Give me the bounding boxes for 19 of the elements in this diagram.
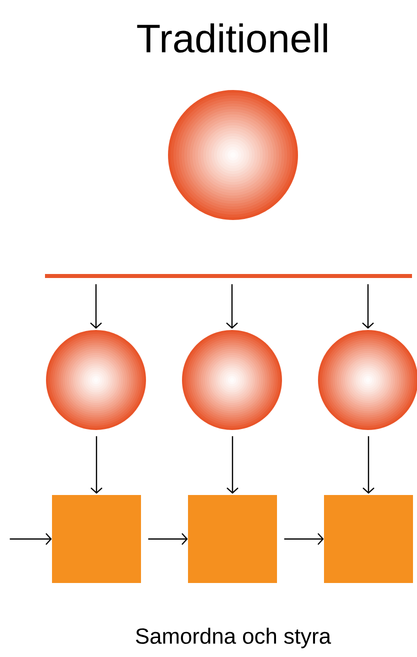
title: Traditionell: [137, 23, 328, 53]
sphere: [182, 330, 282, 430]
square: [324, 495, 413, 583]
square: [52, 495, 141, 583]
square: [188, 495, 277, 583]
sphere: [318, 330, 417, 430]
arrow: [10, 533, 52, 545]
sphere: [168, 90, 298, 220]
arrow: [362, 436, 374, 494]
arrow: [148, 533, 188, 545]
caption: Samordna och styra: [136, 628, 332, 648]
arrow: [90, 284, 102, 329]
arrow: [90, 436, 102, 494]
sphere: [46, 330, 146, 430]
bar: [45, 274, 412, 278]
arrow: [284, 533, 324, 545]
arrow: [226, 284, 238, 329]
arrow: [362, 284, 374, 329]
arrow: [226, 436, 238, 494]
